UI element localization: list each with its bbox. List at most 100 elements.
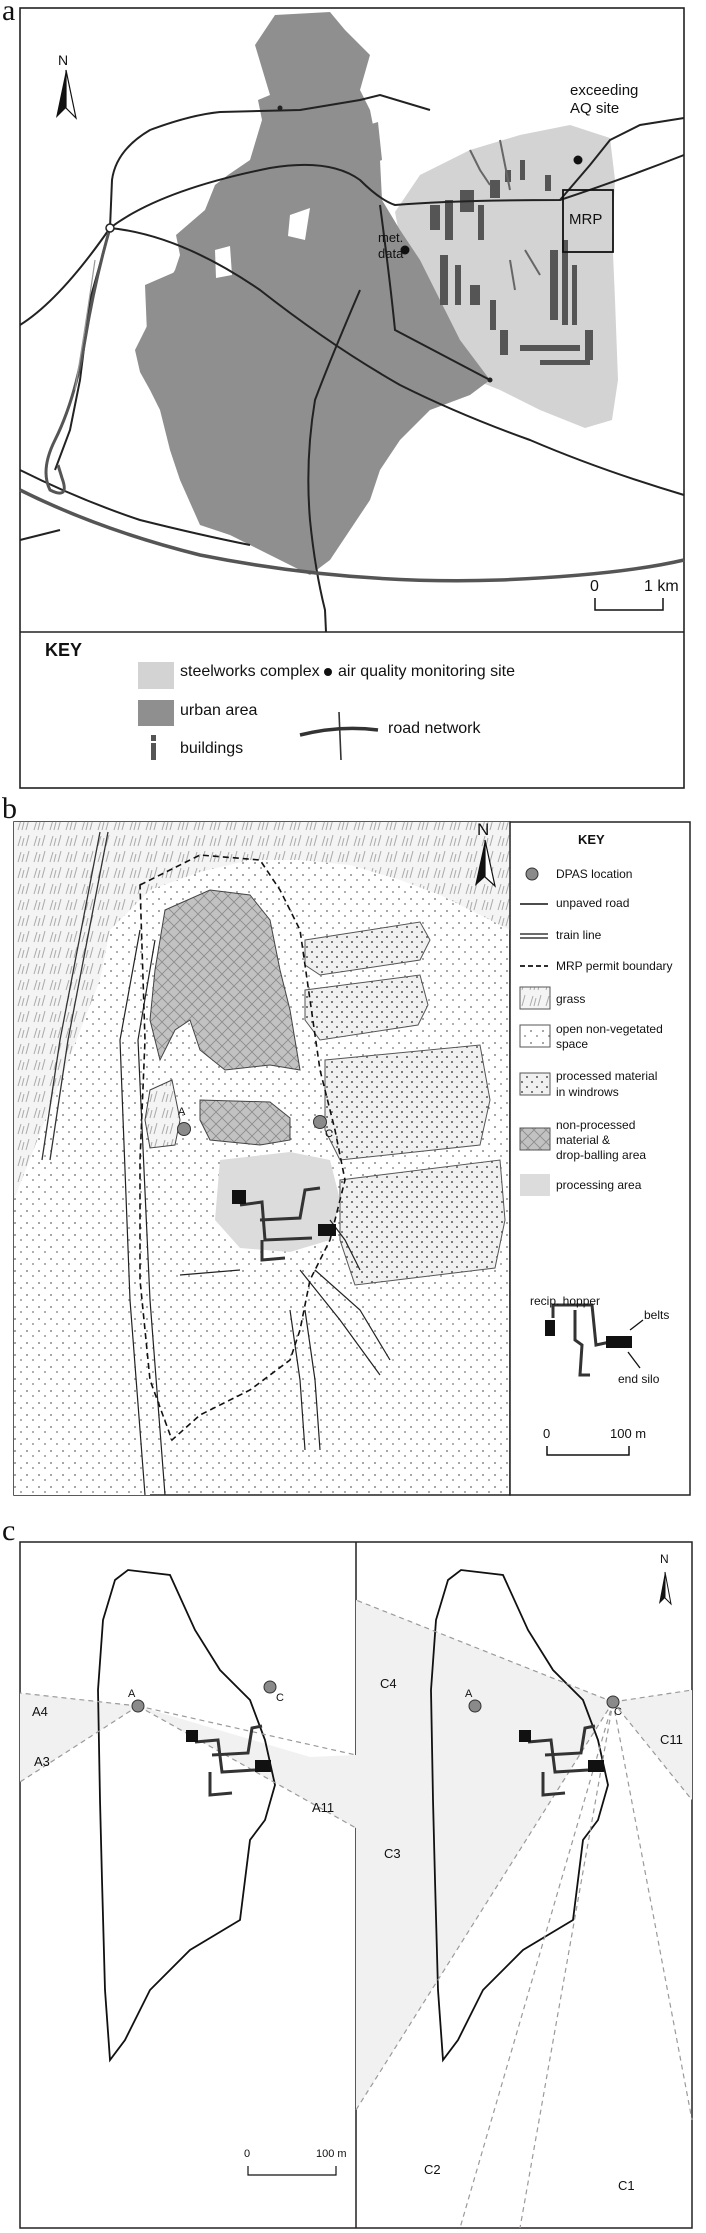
sector-a4-label: A4 [32,1704,48,1719]
sector-c2-label: C2 [424,2162,441,2177]
panel-a: a [0,0,706,800]
north-label-c: N [660,1552,669,1566]
north-arrow-icon [659,1571,672,1606]
right-sectors [356,1600,692,2110]
data-label: data [378,246,404,261]
unpaved-roads [119,929,391,1496]
panel-b-letter: b [2,792,17,825]
key-urban-label: urban area [180,702,258,719]
north-label-b: N [477,820,490,839]
key-train-icon [520,933,548,939]
key-processing-label: processing area [556,1178,642,1192]
key-nonproc-label1: non-processed [556,1118,636,1132]
north-label-a: N [58,52,69,68]
scale-bar-b [546,1446,630,1456]
panel-c: c [0,1514,706,2233]
right-dpas-c-label: C [614,1706,622,1718]
key-urban-swatch [138,700,174,726]
train-line [41,831,109,1161]
non-processed-area [149,889,301,1071]
key-windrow-swatch [519,1072,551,1096]
inset-silo-label: end silo [618,1372,660,1386]
inset-belts-icon [551,1303,611,1377]
mrp-box [562,189,614,253]
key-grass-swatch [519,986,551,1010]
left-dpas-a-label: A [128,1688,136,1700]
met-data-marker [400,245,410,255]
key-dpas-icon [525,867,539,881]
belts-network [239,1186,321,1262]
permit-boundary [139,854,346,1442]
scale-c-end: 100 m [316,2148,347,2160]
key-buildings-icon [151,735,156,760]
right-dpas-a-label: A [465,1688,473,1700]
windrow-areas [304,921,506,1286]
sector-c1-label: C1 [618,2178,635,2193]
key-grass-label: grass [556,992,586,1006]
key-nonproc-swatch [519,1127,551,1151]
scale-b-zero: 0 [543,1426,551,1441]
sector-a11-label: A11 [312,1800,335,1815]
dpas-a-label: A [178,1106,186,1118]
left-dpas-c-marker [263,1680,277,1694]
panel-b: b [0,792,706,1520]
key-processing-swatch [520,1174,550,1196]
right-dpas-a-marker [468,1699,482,1713]
key-dpas-label: DPAS location [556,867,633,881]
key-nonproc-label3: drop-balling area [556,1148,647,1162]
exceeding-label: exceeding [570,82,639,99]
right-dpas-c-marker [606,1695,620,1709]
mrp-label: MRP [569,211,603,228]
key-title-b: KEY [578,832,605,847]
dpas-c-label: C [325,1128,333,1140]
sector-c3-label: C3 [384,1846,401,1861]
aq-site-label: AQ site [570,100,620,117]
key-steelworks-swatch [138,662,174,689]
key-windrow-label1: processed material [556,1069,658,1083]
left-rays [19,1692,357,1829]
scale-a-zero: 0 [590,578,599,595]
left-dpas-a-marker [131,1699,145,1713]
right-rays [355,1599,693,2229]
left-sectors [20,1693,356,1828]
met-label: met. [378,230,404,245]
left-boundary-outline [97,1569,276,2063]
sector-c4-label: C4 [380,1676,397,1691]
scale-a-end: 1 km [644,578,679,595]
key-road-icon [299,711,379,761]
steelworks-buildings [430,160,593,365]
right-belts [527,1724,596,1797]
key-title-a: KEY [45,640,83,660]
scale-b-end: 100 m [610,1426,647,1441]
key-open-label1: open non-vegetated [556,1022,663,1036]
dpas-a-marker [177,1122,191,1136]
processing-area [215,1152,340,1252]
sector-c11-label: C11 [660,1732,683,1747]
scale-c-zero: 0 [244,2148,251,2160]
key-permit-label: MRP permit boundary [556,959,673,973]
panel-a-frame [19,7,685,789]
key-steelworks-label: steelworks complex [180,663,320,680]
key-nonproc-label2: material & [556,1133,611,1147]
key-aq-site-icon [324,668,332,676]
dpas-c-marker [313,1115,327,1129]
exceeding-aq-site-marker [573,155,583,165]
key-aq-site-label: air quality monitoring site [338,663,515,680]
panel-c-letter: c [2,1514,16,1547]
scale-bar-c [247,2166,337,2176]
inset-hopper-label: recip. hopper [530,1294,601,1308]
grass-area [14,822,510,1200]
scale-bar-a [594,598,664,611]
key-train-label: train line [556,928,602,942]
key-road-label: road network [388,720,481,737]
inset-belts-label: belts [644,1308,670,1322]
key-unpaved-label: unpaved road [556,896,630,910]
key-buildings-label: buildings [180,740,244,757]
north-arrow-icon [475,839,496,888]
key-windrow-label2: in windrows [556,1085,619,1099]
motorway [19,488,685,583]
urban-area [135,12,490,575]
panel-a-letter: a [2,0,16,27]
right-boundary-outline [430,1569,609,2063]
sector-a3-label: A3 [34,1754,50,1769]
